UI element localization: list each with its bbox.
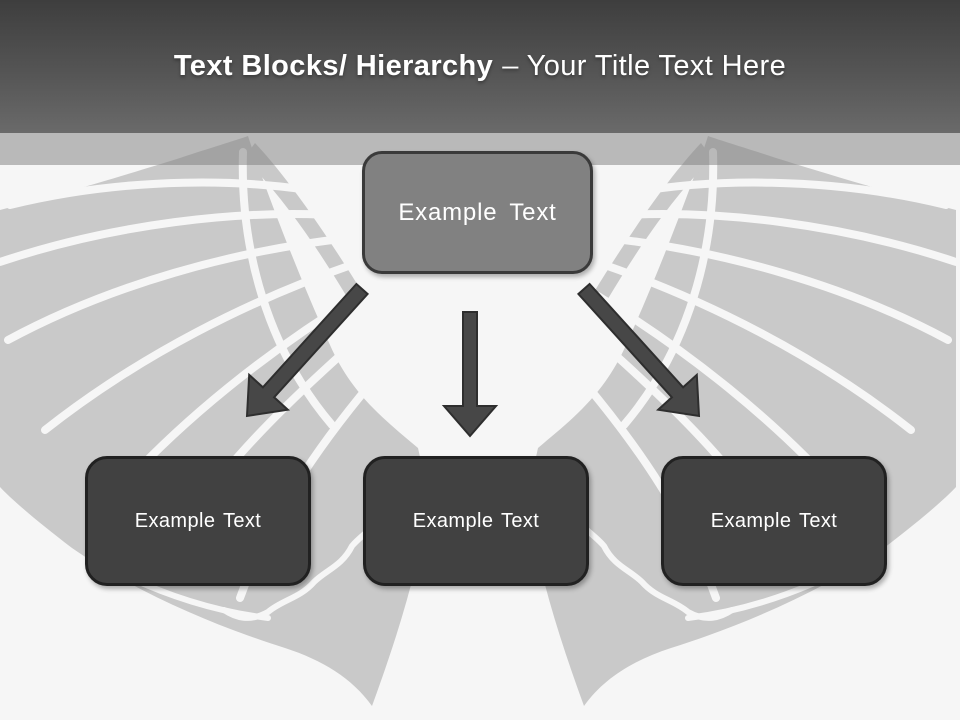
hierarchy-root-label: Example Text xyxy=(398,198,557,226)
page-title[interactable]: Text Blocks/ Hierarchy– Your Title Text … xyxy=(174,50,786,83)
hierarchy-child-label-1: Example Text xyxy=(134,509,262,532)
page-title-regular: – Your Title Text Here xyxy=(502,50,787,82)
arrow-down-left-icon[interactable] xyxy=(245,282,370,418)
hierarchy-child-box-2[interactable]: Example Text xyxy=(363,456,589,586)
slide-header: Text Blocks/ Hierarchy– Your Title Text … xyxy=(0,0,960,133)
arrow-down-icon[interactable] xyxy=(441,311,499,438)
hierarchy-child-label-2: Example Text xyxy=(412,509,540,532)
hierarchy-child-box-3[interactable]: Example Text xyxy=(661,456,887,586)
page-title-bold: Text Blocks/ Hierarchy xyxy=(173,50,494,82)
arrow-down-right-icon[interactable] xyxy=(576,282,701,418)
hierarchy-root-box[interactable]: Example Text xyxy=(362,151,593,274)
hierarchy-child-box-1[interactable]: Example Text xyxy=(85,456,311,586)
hierarchy-child-label-3: Example Text xyxy=(710,509,838,532)
